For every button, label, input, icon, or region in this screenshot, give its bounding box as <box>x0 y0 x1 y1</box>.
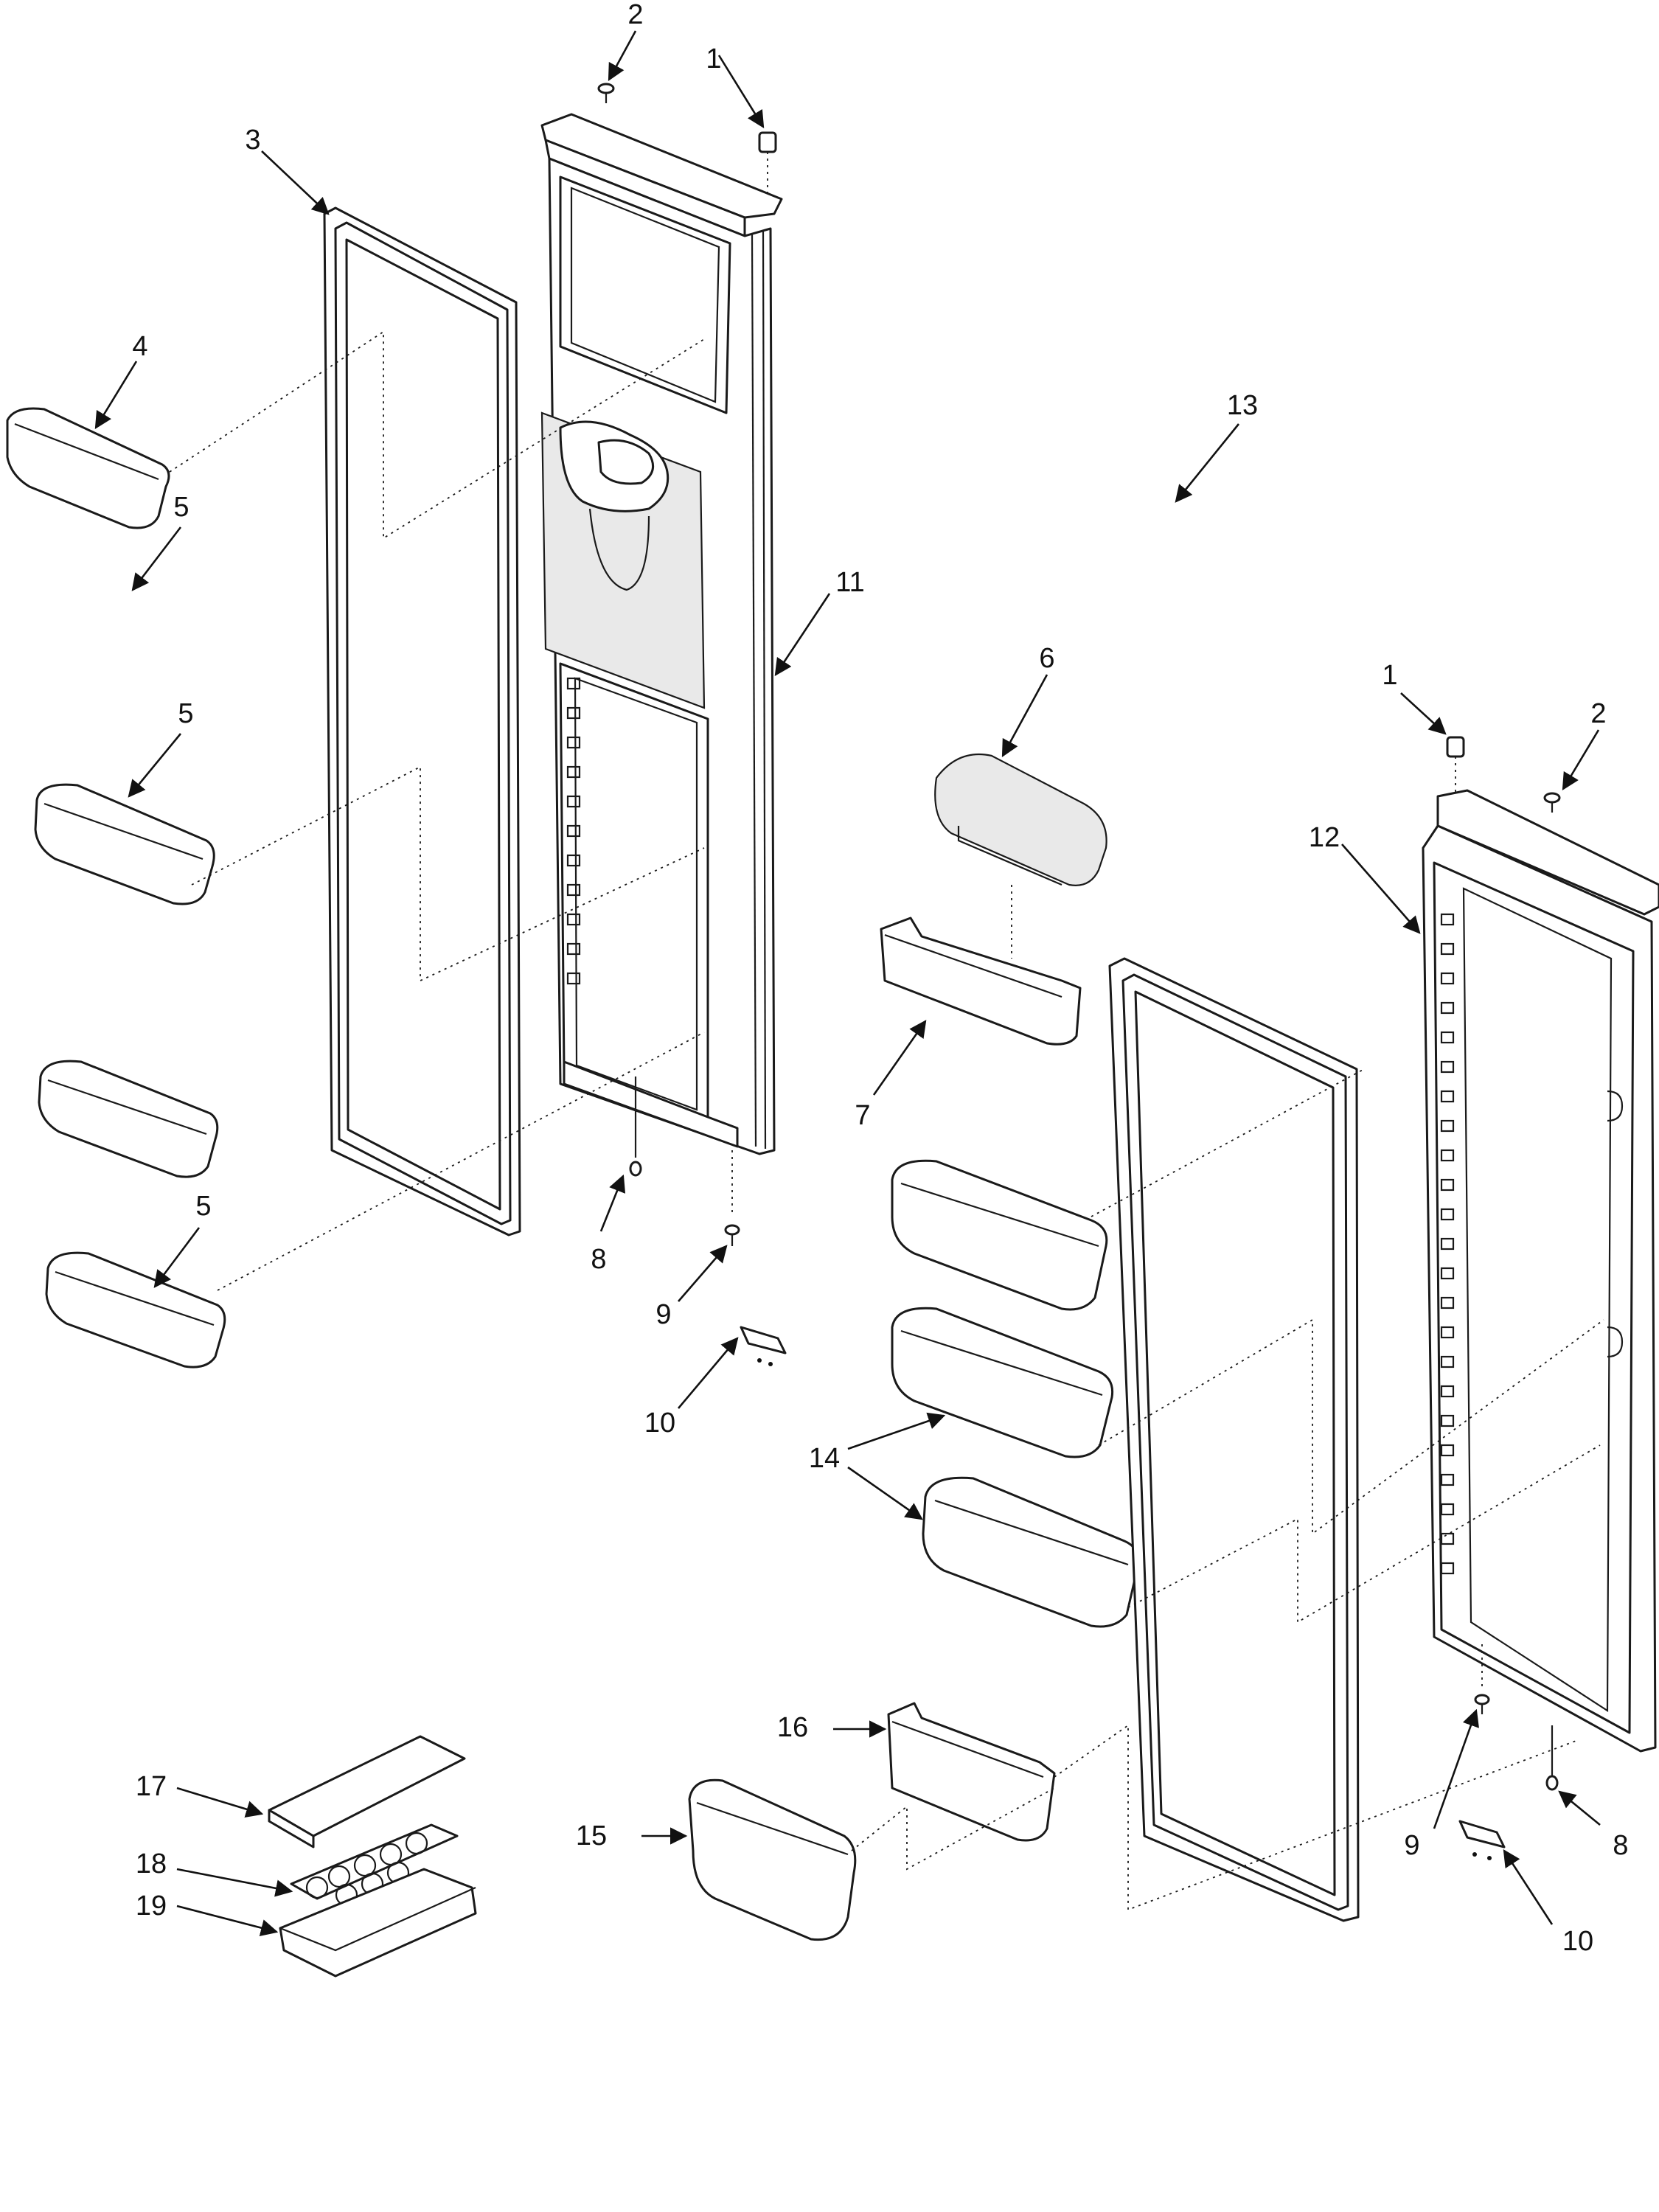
part-6-dairy-cover <box>934 753 1107 886</box>
part-14-bin-bottom <box>922 1476 1140 1628</box>
callout-6: 6 <box>1039 643 1054 674</box>
callout-3: 3 <box>245 125 260 156</box>
callout-4: 4 <box>132 331 147 362</box>
part-1-hinge-bushing-right <box>1446 736 1465 793</box>
part-14-bin-middle <box>891 1307 1114 1458</box>
part-17-ice-tray-cover <box>268 1735 466 1848</box>
callout-10-right: 10 <box>1562 1926 1593 1957</box>
callout-11: 11 <box>835 567 864 598</box>
part-2-screw-right <box>1543 792 1561 813</box>
part-2-screw <box>597 83 615 103</box>
callout-19: 19 <box>136 1891 167 1921</box>
callout-14: 14 <box>809 1443 840 1474</box>
part-5-bin-middle <box>38 1060 219 1178</box>
callout-8-left: 8 <box>591 1244 606 1275</box>
callout-labels: 1 2 3 4 5 5 5 11 8 9 10 6 7 13 12 1 2 14… <box>132 0 1628 1957</box>
callout-17: 17 <box>136 1771 167 1802</box>
callout-2-right: 2 <box>1590 698 1606 729</box>
callout-5-middle: 5 <box>173 492 189 523</box>
part-13-door-gasket <box>1108 957 1360 1922</box>
part-18-ice-tray <box>290 1823 459 1907</box>
callout-9-right: 9 <box>1404 1830 1419 1861</box>
part-1-hinge-bushing <box>758 131 777 195</box>
callout-10-left: 10 <box>644 1408 675 1439</box>
part-14-bin-top <box>891 1159 1108 1311</box>
part-3-door-gasket <box>323 206 521 1237</box>
part-10-hinge-bracket-right <box>1458 1820 1506 1860</box>
part-5-bin-upper <box>34 783 215 905</box>
part-10-hinge-bracket <box>740 1326 787 1366</box>
callout-16: 16 <box>777 1712 808 1743</box>
door-rack-steps-right <box>1440 913 1455 1575</box>
part-5-bin-lower <box>45 1251 226 1368</box>
part-8-stop-pin-right <box>1545 1725 1559 1791</box>
part-15-deep-bin <box>688 1778 857 1941</box>
door-rack-steps <box>566 677 581 985</box>
callout-15: 15 <box>576 1820 607 1851</box>
projection-lines-left <box>169 330 705 1291</box>
part-9-hinge-pin <box>724 1150 740 1246</box>
callout-18: 18 <box>136 1848 167 1879</box>
part-12-fresh-food-door-liner <box>1422 789 1659 1753</box>
callout-13: 13 <box>1227 390 1258 421</box>
part-7-dairy-bin <box>880 885 1082 1046</box>
leader-arrows <box>94 30 1601 1937</box>
callout-5-upper: 5 <box>178 698 193 729</box>
callout-12: 12 <box>1309 822 1340 853</box>
callout-5-lower: 5 <box>195 1191 211 1222</box>
part-9-hinge-pin-right <box>1474 1644 1490 1714</box>
part-16-small-bin <box>887 1702 1056 1842</box>
callout-2-top-left: 2 <box>627 0 643 30</box>
callout-9-left: 9 <box>655 1299 671 1330</box>
callout-1-right: 1 <box>1382 660 1397 691</box>
callout-1-top-left: 1 <box>706 44 721 74</box>
part-11-freezer-door-liner <box>540 113 783 1155</box>
callout-7: 7 <box>855 1100 870 1131</box>
callout-8-right: 8 <box>1613 1830 1628 1861</box>
part-4-small-bin <box>6 407 170 529</box>
part-8-stop-pin <box>629 1077 642 1177</box>
part-19-ice-bin <box>279 1868 477 1978</box>
